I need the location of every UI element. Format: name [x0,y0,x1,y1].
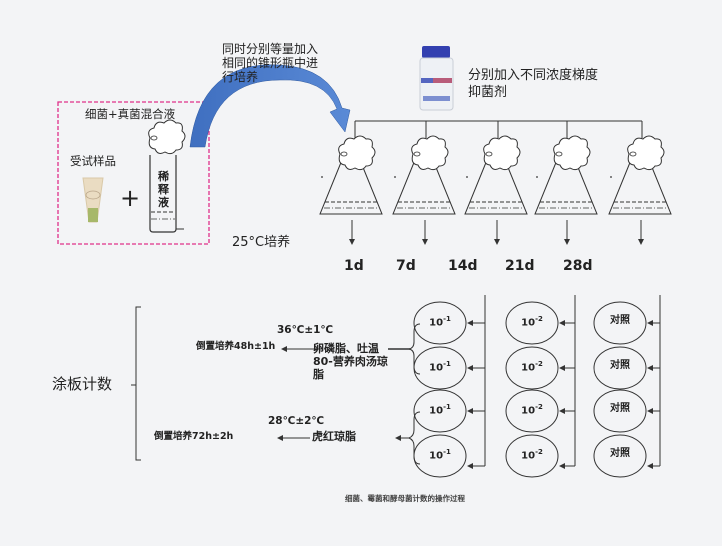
plate-label: 10-2 [521,315,543,329]
agar-plate [413,434,467,478]
figure-caption: 细菌、霉菌和酵母菌计数的操作过程 [345,494,465,503]
day-label: 14d [448,258,478,274]
sample-label: 受试样品 [70,154,116,168]
agar-plate [593,434,647,478]
agar-plate [505,389,559,433]
incubation-temp: 25°C培养 [232,235,291,250]
culture-flask-icon [319,135,383,245]
agar-plate [413,301,467,345]
agar-plate [505,346,559,390]
test-sample-tube-icon [82,177,104,223]
day-label: 1d [344,258,364,274]
plate-label: 对照 [610,360,630,371]
bacteria-medium: 卵磷脂、吐温80-营养肉汤琼脂 [313,342,388,381]
plate-label: 10-1 [429,315,451,329]
agar-plate [505,434,559,478]
agar-plate [593,346,647,390]
plate-count-label: 涂板计数 [52,375,113,393]
bacteria-incubation: 倒置培养48h±1h [196,341,276,352]
distribution-lines [354,120,643,141]
plate-label: 10-2 [521,403,543,417]
plus-sign: + [120,184,141,212]
plate-label: 10-2 [521,360,543,374]
fungi-medium: 虎红琼脂 [312,430,356,443]
agar-plate [413,389,467,433]
plate-label: 10-1 [429,360,451,374]
inhibitor-note: 分别加入不同浓度梯度抑菌剂 [468,68,599,100]
plate-label: 对照 [610,448,630,459]
plate-label: 对照 [610,403,630,414]
agar-plate [593,389,647,433]
agar-plate [505,301,559,345]
culture-flask-icon [534,135,598,245]
bacteria-temperature: 36℃±1℃ [277,324,334,336]
day-label: 28d [563,258,593,274]
day-label: 7d [396,258,416,274]
diluent-test-tube-icon [148,119,186,233]
diluent-label: 稀释液 [158,170,169,209]
mixture-label: 细菌+真菌混合液 [85,107,176,121]
agar-plate [593,301,647,345]
transfer-note: 同时分别等量加入相同的锥形瓶中进行培养 [222,42,319,84]
plate-label: 10-2 [521,448,543,462]
plate-count-bracket [135,306,141,461]
culture-flask-icon [464,135,528,245]
plate-label: 对照 [610,315,630,326]
inhibitor-bottle-icon [419,46,454,111]
plate-label: 10-1 [429,403,451,417]
fungi-incubation: 倒置培养72h±2h [154,431,234,442]
fungi-temperature: 28℃±2℃ [268,415,325,427]
culture-flask-icon [608,135,672,245]
sample-prep-box [57,101,210,245]
day-label: 21d [505,258,535,274]
plate-label: 10-1 [429,448,451,462]
agar-plate [413,346,467,390]
transfer-arrow [189,64,351,148]
culture-flask-icon [392,135,456,245]
